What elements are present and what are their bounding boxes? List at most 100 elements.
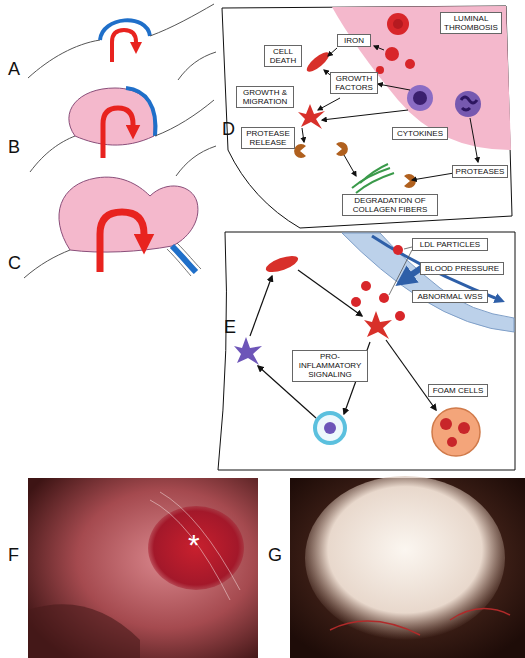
immune-cell: [234, 337, 262, 365]
vessel-wall: [24, 250, 70, 278]
panel-letter: E: [224, 318, 236, 336]
red-blood-cell: [387, 13, 409, 35]
vessel-wall: [178, 52, 216, 80]
flow-arrow: [112, 30, 136, 62]
photo-g: [290, 476, 525, 658]
arrow: [302, 128, 304, 142]
label-box: CYTOKINES: [392, 127, 448, 140]
thrombus: [69, 88, 154, 145]
label-box: GROWTH & MIGRATION: [236, 86, 294, 108]
box-text: PRO-INFLAMMATORY SIGNALING: [295, 352, 365, 380]
flow-arrow: [100, 212, 144, 272]
asterisk-mark: *: [188, 530, 200, 560]
label-box: FOAM CELLS: [428, 384, 488, 397]
process-arrows: [302, 46, 478, 180]
box-text: IRON: [340, 36, 368, 45]
panel-e-sketch: [218, 232, 515, 470]
cell-nucleus: [324, 422, 336, 434]
flow-arrow: [103, 108, 133, 158]
label-box: IRON: [337, 34, 371, 47]
red-blood-cell: [405, 59, 415, 69]
label-box: GROWTH FACTORS: [330, 72, 378, 94]
box-text: FOAM CELLS: [431, 386, 485, 395]
panel-c-sketch: [24, 177, 201, 278]
collagen-fiber: [360, 164, 388, 183]
arrow: [322, 110, 408, 120]
panel-letter: F: [8, 546, 19, 564]
panel-outline: [222, 6, 512, 228]
vessel-wall: [155, 100, 214, 136]
protease: [336, 142, 348, 156]
foam-cell: [432, 408, 480, 456]
panel-outline: [218, 232, 515, 470]
panel-a-sketch: [28, 4, 216, 80]
label-box: BLOOD PRESSURE: [420, 262, 504, 275]
vessel-wall: [342, 233, 514, 332]
neutrophil: [455, 91, 481, 117]
activated-cell: [364, 311, 392, 339]
panel-letter: G: [268, 546, 282, 564]
arrow: [298, 270, 362, 316]
cell-nucleus: [461, 97, 477, 110]
label-box: PRO-INFLAMMATORY SIGNALING: [292, 350, 368, 382]
ldl-particle: [395, 311, 405, 321]
label-box: LDL PARTICLES: [412, 238, 488, 251]
smooth-muscle-cell: [264, 253, 300, 276]
panel-letter: C: [8, 254, 21, 272]
aneurysm-dome: [148, 506, 244, 590]
suture-line: [150, 492, 240, 600]
small-vessel: [330, 609, 510, 635]
panel-b-sketch: [30, 88, 216, 176]
lipid-droplet: [440, 418, 452, 430]
label-box: ABNORMAL WSS: [412, 290, 488, 303]
ldl-particle: [351, 297, 361, 307]
label-box: DEGRADATION OF COLLAGEN FIBERS: [342, 194, 438, 216]
label-box: CELL DEATH: [264, 45, 302, 67]
lymphocyte: [407, 85, 433, 111]
smooth-muscle-cell: [304, 49, 332, 75]
box-text: PROTEASES: [455, 167, 505, 176]
leader-line: [389, 247, 412, 295]
panel-letter: A: [8, 60, 20, 78]
surgical-photo: [28, 478, 258, 658]
cell-nucleus: [413, 91, 427, 105]
box-text: CELL DEATH: [267, 47, 299, 65]
vessel-wall: [176, 146, 216, 176]
lipid-droplet: [447, 437, 457, 447]
vessel-wall: [28, 40, 100, 78]
ldl-particle: [393, 245, 403, 255]
arrow: [378, 84, 410, 90]
box-text: GROWTH FACTORS: [333, 74, 375, 92]
vessel-wall: [150, 4, 214, 36]
photo-f: [28, 478, 258, 658]
box-text: GROWTH & MIGRATION: [239, 88, 291, 106]
box-text: ABNORMAL WSS: [415, 292, 485, 301]
signal-arrows: [250, 270, 436, 418]
panel-letter: D: [222, 120, 235, 138]
arrow: [250, 276, 272, 336]
label-box: PROTEASE RELEASE: [241, 127, 295, 149]
vessel-wall: [30, 136, 75, 172]
arrow: [318, 98, 340, 110]
lipid-droplet: [458, 422, 470, 434]
collagen-fiber: [356, 173, 394, 193]
tissue-shadow: [28, 604, 140, 658]
box-text: PROTEASE RELEASE: [244, 129, 292, 147]
arrow: [344, 155, 356, 176]
thrombosed-aneurysm: [305, 476, 505, 640]
box-text: BLOOD PRESSURE: [423, 264, 501, 273]
red-blood-cell: [393, 19, 403, 29]
box-text: LUMINAL THROMBOSIS: [443, 14, 499, 32]
arrow: [470, 118, 478, 162]
ldl-particle: [379, 293, 389, 303]
collagen-fiber: [352, 168, 390, 188]
arrow: [374, 46, 384, 50]
label-box: PROTEASES: [452, 165, 508, 178]
panel-letter: B: [8, 138, 20, 156]
migrating-cell: [298, 104, 325, 129]
ldl-particles: [351, 245, 405, 321]
protease: [404, 174, 416, 188]
label-box: LUMINAL THROMBOSIS: [440, 12, 502, 34]
red-blood-cell: [385, 47, 399, 61]
ldl-particle: [361, 281, 371, 291]
